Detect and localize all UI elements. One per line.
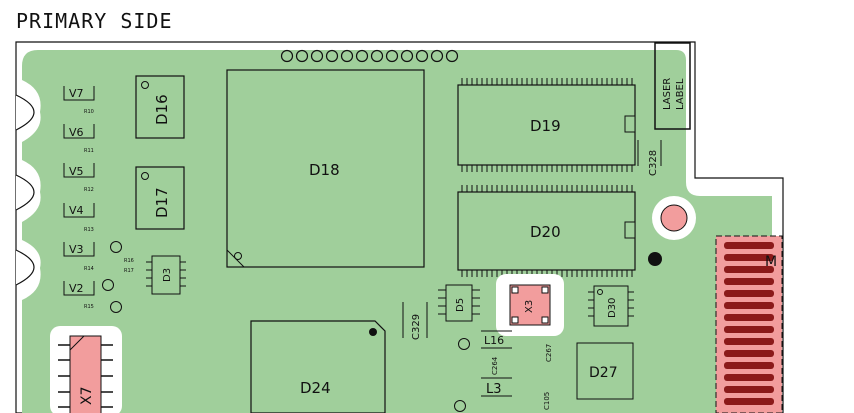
inductor-l3-marks: [481, 377, 512, 397]
chip-d17-label: D17: [153, 187, 171, 218]
chip-d24-body: [250, 320, 386, 413]
chip-d24-pin1: [369, 328, 377, 336]
connector-m-highlight: [715, 235, 783, 413]
voltage-pad-column: [63, 86, 95, 296]
chip-d30-body: [593, 285, 629, 327]
laser-label-line2: LABEL: [675, 78, 686, 110]
cap-c328-label: C328: [648, 150, 659, 176]
crystal-x3-label: X3: [524, 300, 535, 313]
voltage-pad-v6: V6: [69, 126, 84, 139]
fiducial-dot: [648, 252, 662, 266]
inductor-l3-label: L3: [486, 382, 502, 397]
crystal-x7-corner: [69, 335, 85, 351]
chip-d16-pin1: [141, 81, 149, 89]
chip-d27-body: [576, 342, 634, 400]
page-title: PRIMARY SIDE: [16, 9, 173, 33]
board-edge-notches: [15, 94, 35, 286]
chip-d3-body: [151, 255, 181, 295]
chip-d16-label: D16: [153, 94, 171, 125]
voltage-pad-v5: V5: [69, 165, 84, 178]
voltage-pad-v3: V3: [69, 243, 84, 256]
chip-d3-label: D3: [162, 268, 173, 282]
cap-c264-label: C264: [491, 356, 499, 375]
chip-d20: [457, 185, 636, 277]
connector-m-pins: [724, 242, 774, 405]
cap-c329-marks: [402, 302, 428, 338]
cap-c267-label: C267: [545, 344, 553, 362]
ref-r15: R15: [84, 304, 94, 310]
inductor-l16-marks: [481, 330, 512, 349]
chip-d17-body: [135, 166, 185, 230]
cap-c329-label: C329: [411, 314, 422, 340]
crystal-x3-pads: [511, 286, 549, 324]
chip-d17-pin1: [141, 172, 149, 180]
cap-c328-marks: [637, 140, 662, 166]
chip-d30-pins: [588, 291, 634, 317]
chip-d19-label: D19: [530, 117, 561, 135]
chip-d5-pins: [438, 289, 480, 315]
connector-m-label: M: [765, 254, 777, 270]
mounting-hole-pad: [660, 204, 688, 232]
chip-d18-body: [226, 69, 425, 268]
inductor-l16-label: L16: [484, 334, 504, 347]
top-via-row: [280, 49, 459, 63]
ref-r10: R10: [84, 109, 94, 115]
chip-d5-label: D5: [455, 298, 466, 312]
chip-d3-pins: [146, 261, 186, 287]
chip-d19: [457, 78, 636, 172]
ref-r13: R13: [84, 227, 94, 233]
left-vias: [102, 241, 470, 412]
chip-d20-label: D20: [530, 223, 561, 241]
ref-r11: R11: [84, 148, 94, 154]
chip-d24-label: D24: [300, 379, 331, 397]
voltage-pad-v7: V7: [69, 87, 84, 100]
chip-d30-pin1: [597, 289, 603, 295]
chip-d5-body: [445, 284, 473, 322]
ref-r17: R17: [124, 268, 134, 274]
chip-d18-pin1: [234, 252, 242, 260]
ref-r16: R16: [124, 258, 134, 264]
ref-r14: R14: [84, 266, 94, 272]
crystal-x7-pins: [58, 344, 113, 408]
chip-d18-label: D18: [309, 161, 340, 179]
chip-d16-body: [135, 75, 185, 139]
board-green-area: [22, 50, 772, 413]
laser-label-line1: LASER: [662, 78, 673, 110]
cap-c105-label: C105: [543, 392, 551, 410]
chip-d30-label: D30: [607, 298, 618, 318]
laser-label-box: [654, 42, 691, 130]
ref-r12: R12: [84, 187, 94, 193]
voltage-pad-v2: V2: [69, 282, 84, 295]
voltage-pad-v4: V4: [69, 204, 84, 217]
crystal-x7-label: X7: [79, 387, 95, 406]
chip-d27-label: D27: [589, 365, 618, 381]
